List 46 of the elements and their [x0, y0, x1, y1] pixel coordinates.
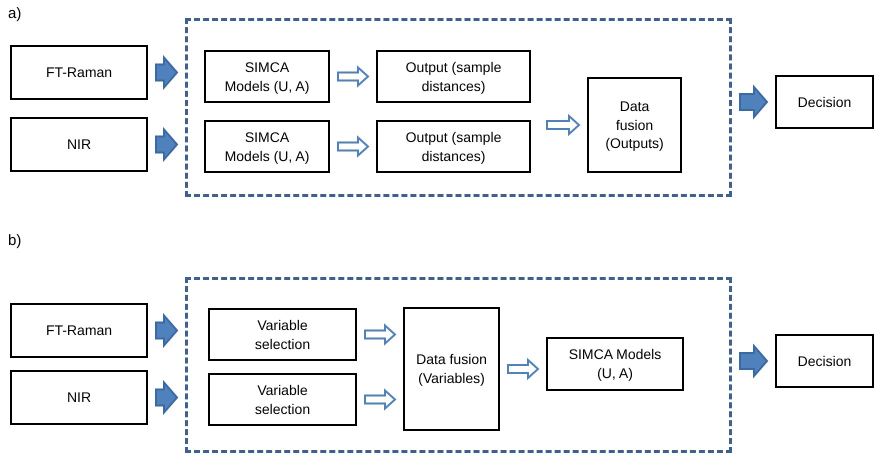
box-label: SIMCA Models (U, A): [224, 128, 310, 166]
process-box: [204, 50, 330, 103]
box-label: NIR: [66, 135, 92, 154]
box-label: SIMCA Models (U, A): [568, 345, 662, 383]
block-arrow: [155, 380, 178, 416]
panel-label: b): [8, 232, 22, 249]
block-arrow: [155, 312, 178, 348]
outline-arrow: [507, 358, 540, 380]
process-box: [546, 337, 684, 391]
panel-label: a): [8, 5, 22, 22]
process-box: [10, 303, 148, 358]
box-label: NIR: [66, 388, 92, 407]
outline-arrow: [337, 135, 370, 158]
block-arrow: [739, 84, 768, 120]
process-box: [10, 45, 148, 100]
dashed-group-frame: [185, 277, 732, 453]
outline-arrow: [337, 65, 370, 88]
box-label: Data fusion (Outputs): [604, 96, 665, 154]
process-box: [204, 120, 330, 173]
box-label: FT-Raman: [44, 321, 114, 340]
process-box: [775, 334, 874, 388]
box-label: Variable selection: [254, 316, 312, 354]
outline-arrow: [364, 388, 396, 411]
dashed-group-frame: [185, 18, 732, 197]
process-box: [208, 308, 357, 361]
outline-arrow: [546, 114, 580, 136]
process-box: [10, 370, 148, 425]
box-label: Decision: [796, 352, 852, 370]
box-label: Decision: [796, 92, 852, 112]
box-label: Variable selection: [254, 380, 312, 418]
block-arrow: [155, 126, 178, 162]
process-box: [587, 77, 682, 173]
process-box: [376, 120, 531, 173]
process-box: [403, 307, 500, 431]
box-label: Output (sample distances): [404, 128, 502, 166]
block-arrow: [155, 54, 178, 90]
box-label: Data fusion (Variables): [415, 350, 488, 388]
box-label: SIMCA Models (U, A): [224, 58, 310, 96]
process-box: [10, 117, 148, 172]
box-label: FT-Raman: [44, 63, 114, 82]
process-box: [376, 50, 531, 103]
process-box: [775, 75, 874, 129]
process-box: [208, 373, 357, 426]
box-label: Output (sample distances): [404, 58, 502, 96]
block-arrow: [739, 343, 768, 379]
outline-arrow: [364, 323, 396, 346]
